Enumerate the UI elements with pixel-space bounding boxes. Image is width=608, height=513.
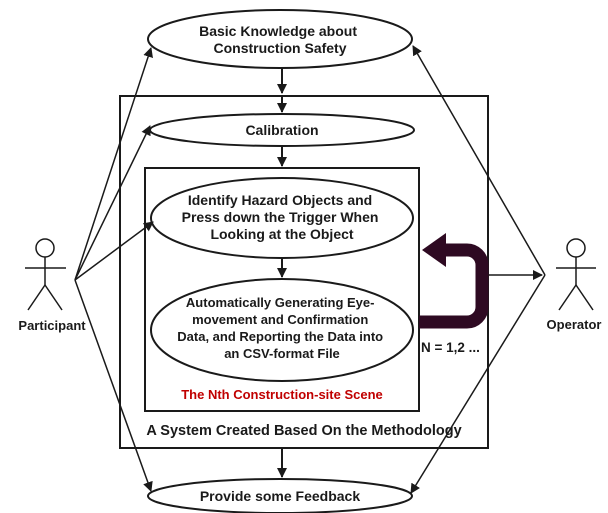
auto-generating-line: Automatically Generating Eye- (186, 295, 375, 310)
identify-hazard-line: Press down the Trigger When (182, 209, 379, 225)
operator-to-feedback (410, 274, 546, 494)
participant-to-knowledge (74, 47, 153, 281)
auto-generating-line: an CSV-format File (224, 346, 340, 361)
operator-to-knowledge (412, 45, 546, 276)
identify-hazard-line: Looking at the Object (210, 226, 353, 242)
scene-boundary (144, 167, 420, 412)
auto-generating-line: Data, and Reporting the Data into (177, 329, 383, 344)
basic-knowledge-ellipse (147, 9, 413, 69)
identify-hazard-line: Identify Hazard Objects and (188, 192, 372, 208)
participant-label: Participant (18, 318, 86, 333)
basic-knowledge-line: Construction Safety (213, 40, 346, 56)
participant-to-feedback (74, 279, 153, 492)
operator-actor (556, 238, 596, 311)
auto-generating-ellipse (150, 278, 414, 382)
participant-to-identify (74, 221, 154, 281)
participant-to-calibration (74, 125, 151, 281)
basic-knowledge-label: Basic Knowledge about Construction Safet… (199, 23, 361, 56)
system-label: A System Created Based On the Methodolog… (146, 423, 461, 439)
operator-label: Operator (547, 317, 602, 332)
loop-arrow (419, 233, 489, 329)
feedback-ellipse (147, 478, 413, 513)
calibration-label: Calibration (245, 122, 318, 138)
auto-generating-line: movement and Confirmation (192, 312, 368, 327)
participant-actor (25, 238, 66, 311)
scene-label: The Nth Construction-site Scene (181, 387, 383, 402)
identify-hazard-label: Identify Hazard Objects and Press down t… (182, 192, 383, 242)
loop-label: N = 1,2 ... (421, 340, 480, 355)
auto-generating-label: Automatically Generating Eye- movement a… (177, 295, 386, 361)
feedback-label: Provide some Feedback (200, 488, 361, 504)
basic-knowledge-line: Basic Knowledge about (199, 23, 357, 39)
